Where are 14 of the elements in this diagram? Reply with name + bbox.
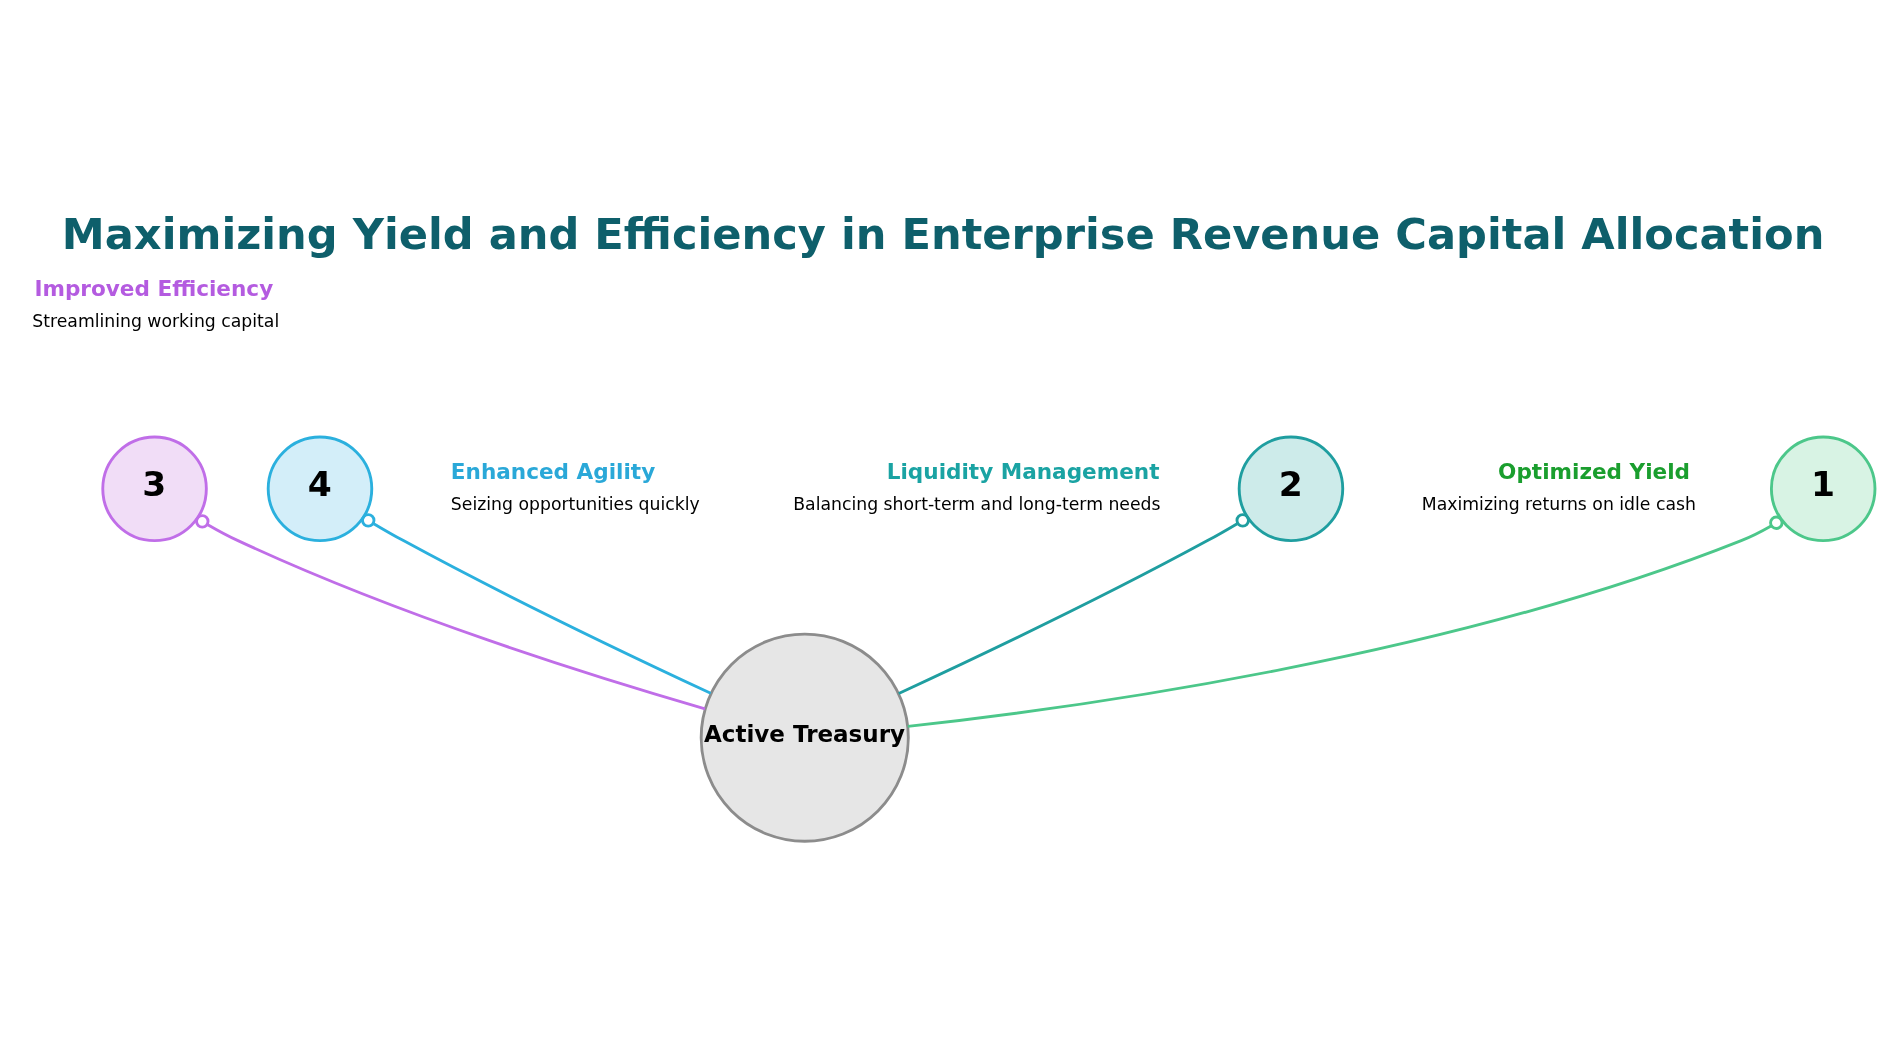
node-label: Seizing opportunities quickly [450, 493, 700, 514]
connector [361, 512, 712, 695]
node-label: Liquidity Management [886, 458, 1160, 484]
node-label: Improved Efficiency [34, 275, 274, 301]
node-label: Balancing short-term and long-term needs [793, 493, 1161, 514]
node-label: Streamlining working capital [32, 310, 280, 331]
node-label: Maximizing returns on idle cash [1421, 493, 1696, 514]
connector [907, 515, 1784, 728]
node-label: Enhanced Agility [450, 458, 656, 484]
node-label: Optimized Yield [1498, 458, 1690, 484]
diagram-title: Maximizing Yield and Efficiency in Enterprise Revenue Capital Allocation [61, 208, 1825, 259]
connector [898, 512, 1250, 695]
connector [195, 513, 706, 710]
node-circle: Active Treasury [699, 632, 910, 843]
